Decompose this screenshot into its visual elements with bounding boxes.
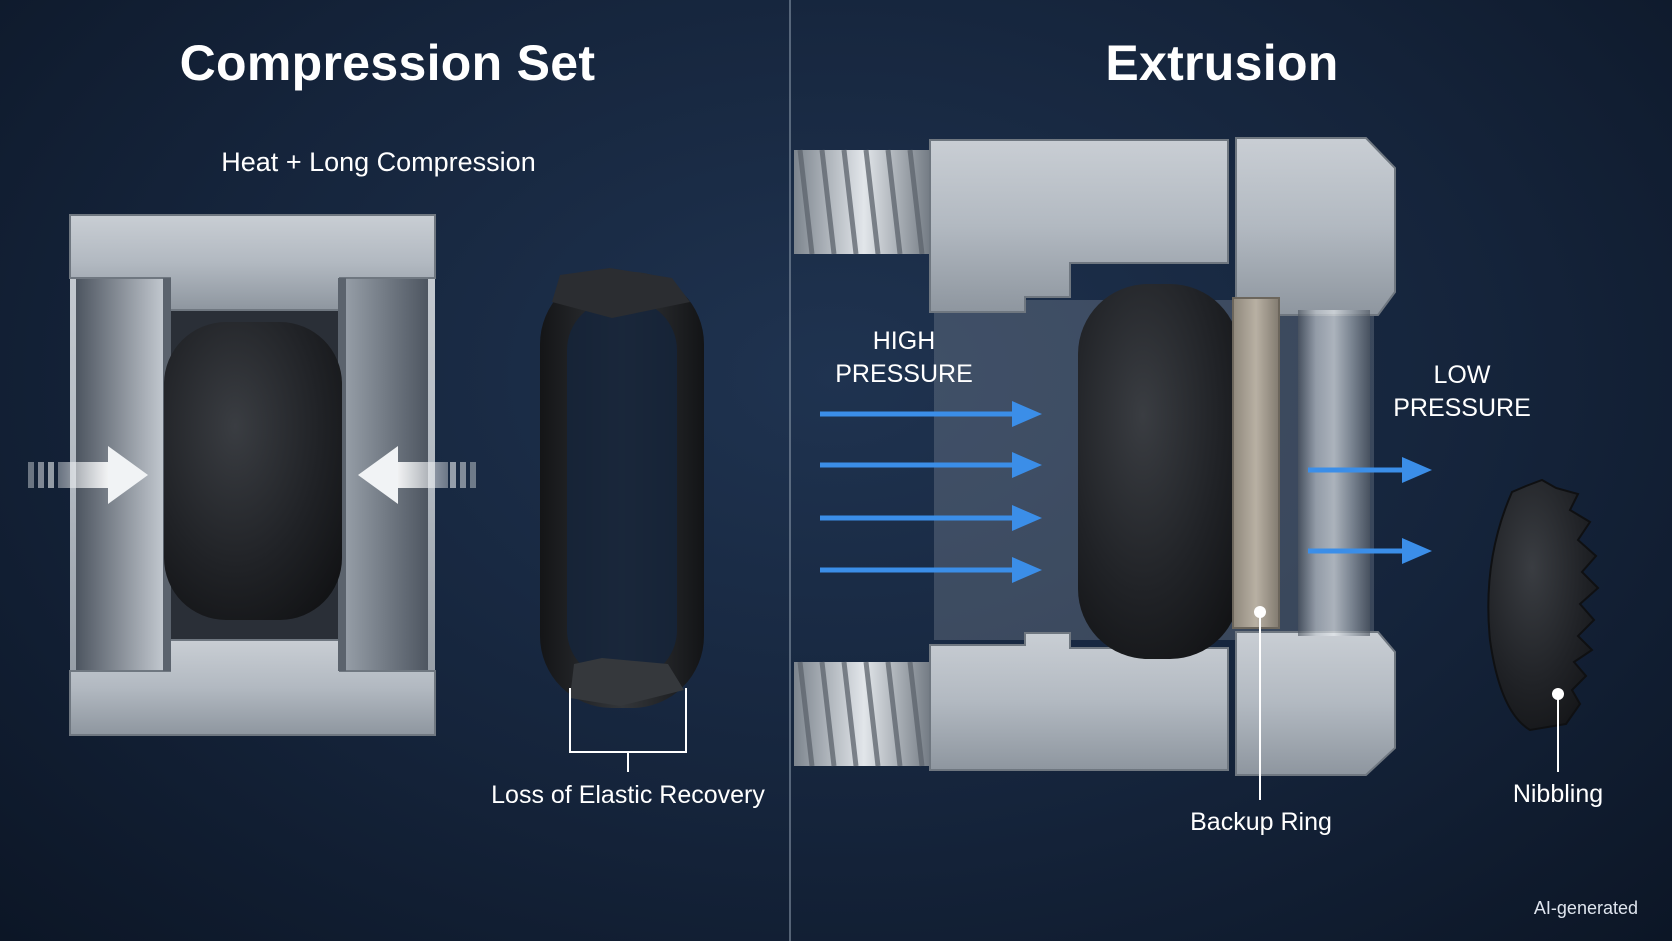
low-pressure-line-2: PRESSURE: [1393, 394, 1531, 422]
extrusion-panel: Extrusion HIGH PRESSURE LOW PRESSURE Bac…: [791, 0, 1672, 941]
extrusion-title: Extrusion: [1105, 35, 1339, 91]
elastic-recovery-label: Loss of Elastic Recovery: [491, 781, 765, 809]
upper-thread: [794, 149, 934, 255]
nibbling-label: Nibbling: [1512, 780, 1604, 808]
compressed-o-ring: [164, 322, 342, 620]
panel-divider: [789, 0, 791, 941]
extrusion-o-ring: [1078, 284, 1240, 659]
compression-set-panel: Compression Set Heat + Long Compression …: [0, 0, 789, 941]
backup-ring: [1232, 297, 1280, 800]
backup-ring-label: Backup Ring: [1190, 808, 1332, 836]
compression-subtitle: Heat + Long Compression: [221, 147, 536, 177]
flattened-ring: [540, 268, 704, 708]
compression-arrow-left: [28, 446, 148, 504]
low-pressure-line-1: LOW: [1433, 361, 1491, 389]
compression-arrow-right: [358, 446, 476, 504]
lower-thread: [794, 661, 934, 767]
low-pressure-bore: [1298, 310, 1370, 636]
high-pressure-line-1: HIGH: [872, 327, 936, 355]
high-pressure-label: HIGH PRESSURE: [811, 325, 997, 391]
low-pressure-arrows: [1308, 457, 1432, 564]
low-pressure-label: LOW PRESSURE: [1367, 359, 1557, 425]
ai-generated-footer: AI-generated: [1533, 898, 1638, 918]
high-pressure-arrows: [820, 401, 1042, 583]
extrusion-housing-bottom: [929, 631, 1396, 776]
compression-title: Compression Set: [179, 35, 596, 91]
high-pressure-line-2: PRESSURE: [835, 360, 973, 388]
elastic-recovery-callout-line: [569, 688, 687, 772]
nibbled-fragment: [1487, 478, 1600, 772]
